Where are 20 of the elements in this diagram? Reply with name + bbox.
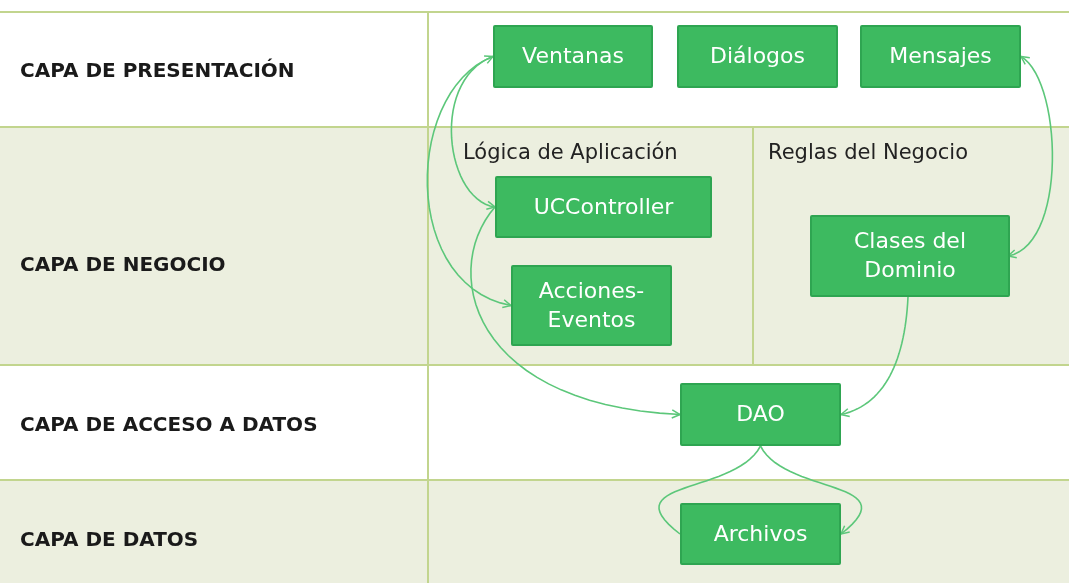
process-box: Mensajes [860,25,1021,88]
layer-label: CAPA DE NEGOCIO [20,252,226,276]
process-box: UCController [495,176,712,238]
layer-label: CAPA DE ACCESO A DATOS [20,412,318,436]
process-box: Acciones- Eventos [511,265,672,346]
arrow [1007,55,1054,259]
arrow [450,55,496,210]
process-box: Diálogos [677,25,838,88]
process-box: DAO [680,383,841,446]
process-box: Clases del Dominio [810,215,1010,297]
section-heading: Lógica de Aplicación [463,140,678,164]
process-box: Ventanas [493,25,653,88]
arrow [426,55,512,309]
arrow [759,445,863,535]
section-heading: Reglas del Negocio [768,140,968,164]
arrow [470,206,681,419]
layer-label: CAPA DE DATOS [20,527,199,551]
process-box: Archivos [680,503,841,565]
layer-label: CAPA DE PRESENTACIÓN [20,58,295,82]
arrow [840,296,909,418]
